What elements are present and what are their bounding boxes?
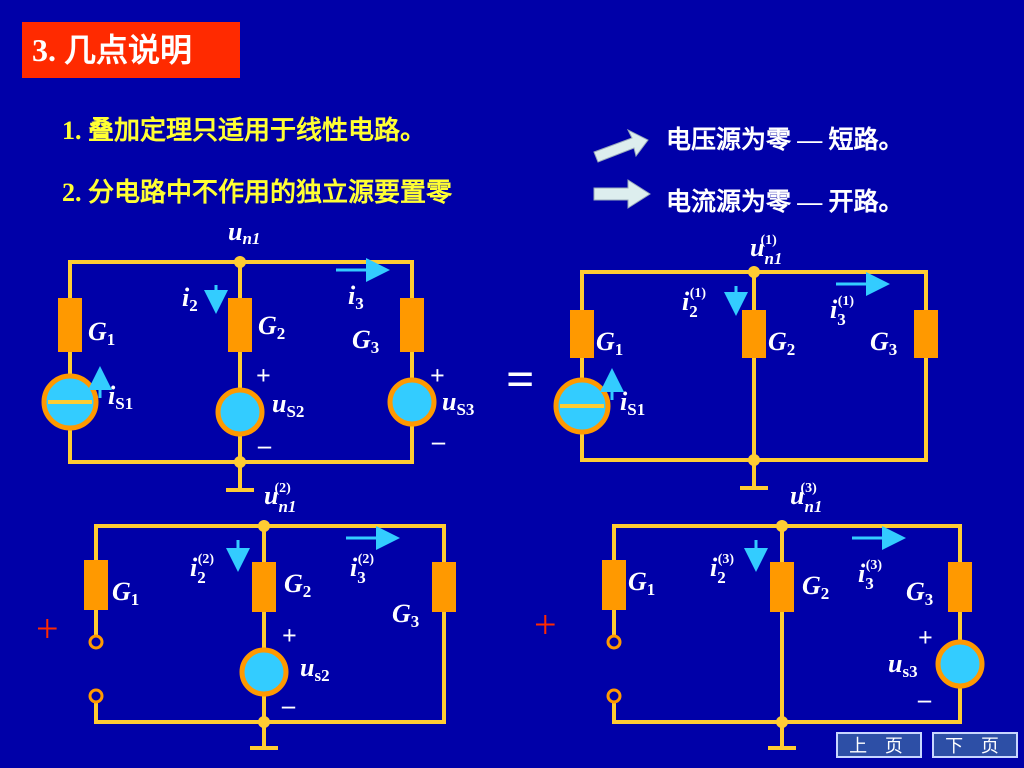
statement-linear: 1. 叠加定理只适用于线性电路。 [62, 116, 427, 145]
voltage-source-us3-c4 [935, 639, 985, 689]
svg-text:G1: G1 [88, 317, 115, 349]
svg-text:uS2: uS2 [272, 389, 304, 421]
svg-text:–: – [257, 431, 272, 460]
resistor-G3-c2 [914, 310, 938, 358]
svg-text:i2: i2 [182, 283, 198, 315]
resistor-G3-c4 [948, 562, 972, 612]
svg-text:+: + [430, 361, 445, 390]
svg-text:iS1: iS1 [620, 387, 645, 419]
svg-text:us2: us2 [300, 653, 330, 685]
svg-text:G3: G3 [392, 599, 419, 631]
resistor-G2-c2 [742, 310, 766, 358]
svg-text:i3: i3 [348, 281, 364, 313]
svg-text:–: – [281, 691, 296, 720]
node-ground-c4 [776, 716, 788, 728]
svg-text:G3: G3 [906, 577, 933, 609]
resistor-G3 [400, 298, 424, 352]
svg-text:i2(3): i2(3) [710, 552, 734, 587]
svg-text:–: – [431, 427, 446, 456]
node-ground [234, 456, 246, 468]
svg-text:G2: G2 [802, 571, 829, 603]
resistor-G2-c4 [770, 562, 794, 612]
svg-text:+: + [256, 361, 271, 390]
resistor-G1-c3 [84, 560, 108, 610]
svg-text:–: – [917, 685, 932, 714]
resistor-G3-c3 [432, 562, 456, 612]
resistor-G1 [58, 298, 82, 352]
next-page-button[interactable]: 下 页 [932, 732, 1018, 758]
node-un1-c4 [776, 520, 788, 532]
node-un1 [234, 256, 246, 268]
circuit-uS3-only [612, 524, 962, 750]
prev-page-button[interactable]: 上 页 [836, 732, 922, 758]
svg-text:G1: G1 [112, 577, 139, 609]
svg-text:i3(1): i3(1) [830, 294, 854, 329]
node-un1-c3 [258, 520, 270, 532]
svg-text:+: + [918, 623, 933, 652]
svg-text:uS3: uS3 [442, 387, 474, 419]
svg-text:i2(2): i2(2) [190, 552, 214, 587]
pointer-arrow-2 [593, 179, 651, 209]
svg-text:G2: G2 [284, 569, 311, 601]
svg-text:G2: G2 [258, 311, 285, 343]
voltage-source-uS3 [387, 377, 437, 427]
pointer-arrow-1 [593, 128, 649, 163]
svg-text:G3: G3 [352, 325, 379, 357]
svg-text:G3: G3 [870, 327, 897, 359]
node-un1-c2 [748, 266, 760, 278]
current-source-iS1-c2 [553, 377, 611, 435]
note-current-source-open: 电流源为零 — 开路。 [666, 189, 904, 216]
node-ground-c3 [258, 716, 270, 728]
svg-text:un1(2): un1(2) [264, 481, 296, 516]
svg-text:i2(1): i2(1) [682, 286, 706, 321]
svg-text:+: + [282, 621, 297, 650]
plus-sign-1: + [36, 606, 59, 651]
voltage-source-us2-c3 [239, 647, 289, 697]
equals-sign: = [506, 351, 535, 407]
svg-text:G1: G1 [628, 567, 655, 599]
svg-text:un1: un1 [228, 217, 260, 248]
statement-zero-sources: 2. 分电路中不作用的独立源要置零 [62, 178, 453, 207]
open-terminal-top-c3 [88, 634, 104, 650]
open-terminal-bottom-c4 [606, 688, 622, 704]
svg-text:i3(2): i3(2) [350, 552, 374, 587]
resistor-G1-c4 [602, 560, 626, 610]
circuit-uS2-only [94, 524, 446, 750]
svg-text:us3: us3 [888, 649, 918, 681]
resistor-G1-c2 [570, 310, 594, 358]
resistor-G2-c3 [252, 562, 276, 612]
svg-text:G1: G1 [596, 327, 623, 359]
resistor-G2 [228, 298, 252, 352]
svg-text:un1(3): un1(3) [790, 481, 822, 516]
plus-sign-2: + [534, 602, 557, 647]
svg-text:iS1: iS1 [108, 381, 133, 413]
open-terminal-top-c4 [606, 634, 622, 650]
svg-text:i3(3): i3(3) [858, 558, 882, 593]
node-ground-c2 [748, 454, 760, 466]
circuit-labels: un1 G1 G2 G3 i2 i3 iS1 uS2 uS3 + – + – u… [88, 217, 933, 720]
svg-text:un1(1): un1(1) [750, 233, 782, 268]
slide-title: 3. 几点说明 [22, 22, 240, 78]
note-voltage-source-short: 电压源为零 — 短路。 [666, 127, 904, 154]
open-terminal-bottom-c3 [88, 688, 104, 704]
svg-text:G2: G2 [768, 327, 795, 359]
voltage-source-uS2 [215, 387, 265, 437]
current-source-iS1 [41, 373, 99, 431]
